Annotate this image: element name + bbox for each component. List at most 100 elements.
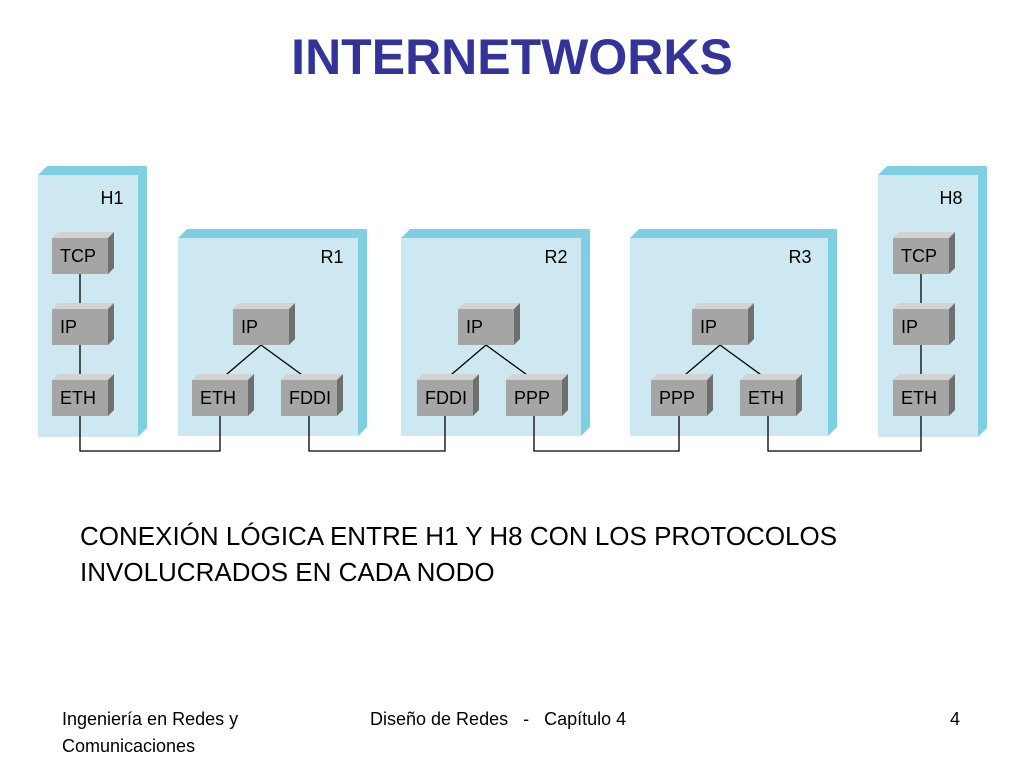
protocol-box-front (52, 380, 108, 416)
protocol-box-r3-ip: IP (692, 303, 754, 345)
caption-line-2: INVOLUCRADOS EN CADA NODO (80, 557, 495, 587)
protocol-box-front (233, 309, 289, 345)
protocol-box-top (893, 374, 955, 380)
protocol-box-r1-fddi: FDDI (281, 374, 343, 416)
protocol-box-r3-eth: ETH (740, 374, 802, 416)
protocol-box-front (893, 238, 949, 274)
protocol-box-front (740, 380, 796, 416)
protocol-box-side (949, 232, 955, 274)
protocol-label: IP (241, 317, 258, 337)
protocol-label: ETH (901, 388, 937, 408)
node-label: R3 (788, 247, 811, 267)
protocol-box-side (108, 303, 114, 345)
protocol-box-r2-fddi: FDDI (417, 374, 479, 416)
protocol-box-side (337, 374, 343, 416)
protocol-box-front (281, 380, 337, 416)
footer-chapter: Diseño de Redes - Capítulo 4 (370, 709, 627, 729)
page-number: 4 (950, 709, 961, 729)
node-side-face (358, 229, 367, 436)
protocol-label: IP (466, 317, 483, 337)
protocol-box-front (893, 380, 949, 416)
protocol-box-h8-ip: IP (893, 303, 955, 345)
protocol-box-front (52, 238, 108, 274)
protocol-box-top (192, 374, 254, 380)
protocol-label: FDDI (425, 388, 467, 408)
protocol-label: PPP (659, 388, 695, 408)
protocol-label: ETH (748, 388, 784, 408)
protocol-box-side (949, 374, 955, 416)
protocol-box-side (289, 303, 295, 345)
node-top-face (38, 166, 147, 175)
protocol-box-top (692, 303, 754, 309)
protocol-box-r2-ip: IP (458, 303, 520, 345)
link-r2-ppp-r3-ppp (533, 416, 680, 452)
protocol-box-h1-tcp: TCP (52, 232, 114, 274)
protocol-box-r1-eth: ETH (192, 374, 254, 416)
protocol-box-top (281, 374, 343, 380)
protocol-box-side (949, 303, 955, 345)
link-r3-eth-h8-eth (767, 416, 922, 452)
footer-course-line-1: Ingeniería en Redes y (62, 709, 239, 729)
protocol-box-r1-ip: IP (233, 303, 295, 345)
node-top-face (401, 229, 590, 238)
link-r1-fddi-r2-fddi (308, 416, 446, 452)
protocol-box-side (562, 374, 568, 416)
node-top-face (878, 166, 987, 175)
protocol-box-front (893, 309, 949, 345)
protocol-box-h8-tcp: TCP (893, 232, 955, 274)
protocol-box-top (740, 374, 802, 380)
protocol-box-front (52, 309, 108, 345)
protocol-box-top (651, 374, 713, 380)
protocol-label: IP (901, 317, 918, 337)
protocol-box-side (248, 374, 254, 416)
protocol-label: ETH (200, 388, 236, 408)
node-side-face (581, 229, 590, 436)
protocol-box-side (108, 374, 114, 416)
protocol-box-front (692, 309, 748, 345)
footer-course-line-2: Comunicaciones (62, 736, 196, 756)
protocol-box-side (473, 374, 479, 416)
protocol-box-front (192, 380, 248, 416)
protocol-label: FDDI (289, 388, 331, 408)
protocol-box-top (417, 374, 479, 380)
protocol-label: TCP (901, 246, 937, 266)
node-label: R2 (544, 247, 567, 267)
protocol-box-top (506, 374, 568, 380)
link-h1-eth-r1-eth (79, 416, 221, 452)
protocol-box-front (417, 380, 473, 416)
node-label: H1 (100, 188, 123, 208)
protocol-label: TCP (60, 246, 96, 266)
node-label: R1 (320, 247, 343, 267)
protocol-box-top (893, 232, 955, 238)
caption-line-1: CONEXIÓN LÓGICA ENTRE H1 Y H8 CON LOS PR… (80, 521, 838, 551)
protocol-label: IP (60, 317, 77, 337)
protocol-box-side (108, 232, 114, 274)
protocol-box-side (748, 303, 754, 345)
node-top-face (178, 229, 367, 238)
protocol-label: ETH (60, 388, 96, 408)
footer-course: Ingeniería en Redes y Comunicaciones (62, 706, 322, 760)
protocol-box-top (233, 303, 295, 309)
protocol-box-side (796, 374, 802, 416)
protocol-box-top (52, 303, 114, 309)
protocol-box-h1-eth: ETH (52, 374, 114, 416)
diagram-caption: CONEXIÓN LÓGICA ENTRE H1 Y H8 CON LOS PR… (80, 518, 980, 590)
protocol-box-h1-ip: IP (52, 303, 114, 345)
protocol-box-front (458, 309, 514, 345)
node-r1: R1 (178, 229, 367, 436)
slide-title: INTERNETWORKS (291, 29, 733, 85)
node-label: H8 (939, 188, 962, 208)
protocol-box-top (52, 232, 114, 238)
node-side-face (828, 229, 837, 436)
node-top-face (630, 229, 837, 238)
node-side-face (978, 166, 987, 437)
protocol-box-top (893, 303, 955, 309)
protocol-box-front (651, 380, 707, 416)
protocol-box-top (52, 374, 114, 380)
protocol-box-side (514, 303, 520, 345)
node-side-face (138, 166, 147, 437)
protocol-box-front (506, 380, 562, 416)
protocol-label: IP (700, 317, 717, 337)
protocol-box-r3-ppp: PPP (651, 374, 713, 416)
